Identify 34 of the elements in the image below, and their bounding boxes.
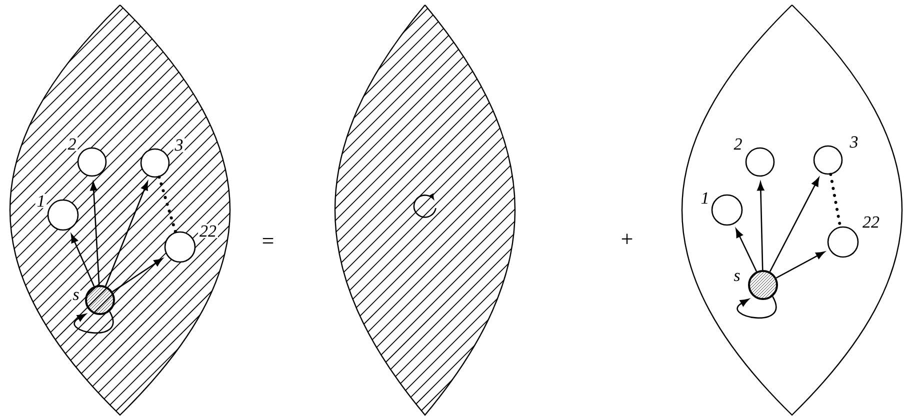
arrow	[776, 251, 825, 278]
arrow	[769, 177, 820, 272]
circle-node: 3	[813, 134, 860, 175]
arrow	[70, 234, 95, 287]
node-label: 3	[174, 139, 183, 151]
node-label: 22	[862, 216, 880, 228]
circle-node: 2	[732, 136, 775, 177]
node-label: 22	[200, 225, 216, 237]
arrow	[112, 258, 163, 292]
node-label: 2	[68, 138, 76, 150]
circle-node: 2	[66, 136, 107, 177]
arrow	[736, 228, 758, 272]
node-label: 2	[734, 138, 742, 150]
arrow	[736, 296, 776, 318]
operator-sign: =	[262, 238, 274, 244]
operator-sign: +	[622, 234, 632, 244]
lens-region	[682, 4, 902, 416]
circle-node: 22	[827, 214, 881, 258]
circle-node: 3	[140, 138, 185, 178]
circle-node: 1	[35, 194, 79, 231]
node-label: 1	[37, 195, 44, 207]
arrow	[104, 181, 148, 286]
dotted-line	[158, 176, 178, 234]
lens-region	[10, 4, 230, 416]
arrow	[90, 182, 100, 286]
circle-node: 1	[699, 190, 743, 226]
node-label: 3	[850, 136, 858, 148]
arrow	[757, 182, 764, 270]
arrow	[74, 311, 114, 334]
circle-node: 22	[164, 224, 218, 263]
lens-region	[334, 4, 516, 416]
node-label: s	[72, 292, 79, 300]
node-label: 1	[701, 192, 708, 204]
node-label: s	[734, 272, 740, 282]
